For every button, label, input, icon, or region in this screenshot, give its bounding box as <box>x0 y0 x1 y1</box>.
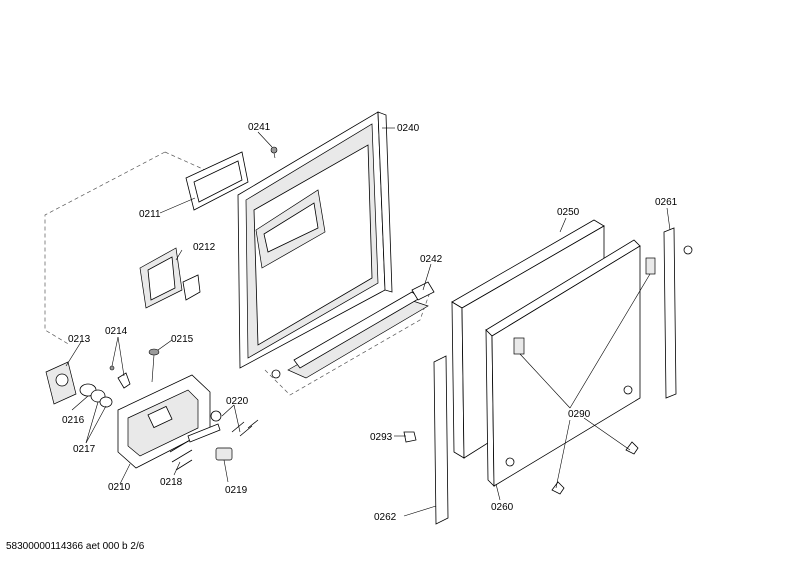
label-0210: 0210 <box>108 482 131 493</box>
label-0218: 0218 <box>160 477 183 488</box>
leader-lines <box>65 127 671 517</box>
label-0261: 0261 <box>655 197 678 208</box>
dispenser-gasket <box>185 151 249 211</box>
label-0215: 0215 <box>171 334 194 345</box>
dispenser-cap-and-rings <box>45 361 113 408</box>
dispenser-body <box>117 374 211 469</box>
label-0214: 0214 <box>105 326 128 337</box>
label-0242: 0242 <box>420 254 443 265</box>
small-fastener-parts <box>109 348 160 389</box>
label-0212: 0212 <box>193 242 216 253</box>
assembly-dashed-lines <box>44 151 431 396</box>
screw-part <box>270 146 278 159</box>
label-0220: 0220 <box>226 396 249 407</box>
label-0250: 0250 <box>557 207 580 218</box>
drawing-reference-number: 58300000114366 aet 000 b 2/6 <box>6 541 145 552</box>
front-decor-panel <box>485 239 656 495</box>
label-0293: 0293 <box>370 432 393 443</box>
dispenser-components <box>169 410 259 471</box>
part-labels: 0211 0212 0213 0214 0215 0216 0217 0210 … <box>62 122 678 523</box>
label-0213: 0213 <box>68 334 91 345</box>
dispenser-cover <box>139 247 201 309</box>
label-0217: 0217 <box>73 444 96 455</box>
inner-door-panel <box>237 111 393 369</box>
label-0240: 0240 <box>397 123 420 134</box>
label-0260: 0260 <box>491 502 514 513</box>
label-0216: 0216 <box>62 415 85 426</box>
label-0241: 0241 <box>248 122 271 133</box>
door-handle-strip <box>271 281 435 379</box>
label-0219: 0219 <box>225 485 248 496</box>
side-trim-strips <box>403 227 693 525</box>
label-0290: 0290 <box>568 409 591 420</box>
label-0211: 0211 <box>139 209 161 220</box>
label-0262: 0262 <box>374 512 397 523</box>
